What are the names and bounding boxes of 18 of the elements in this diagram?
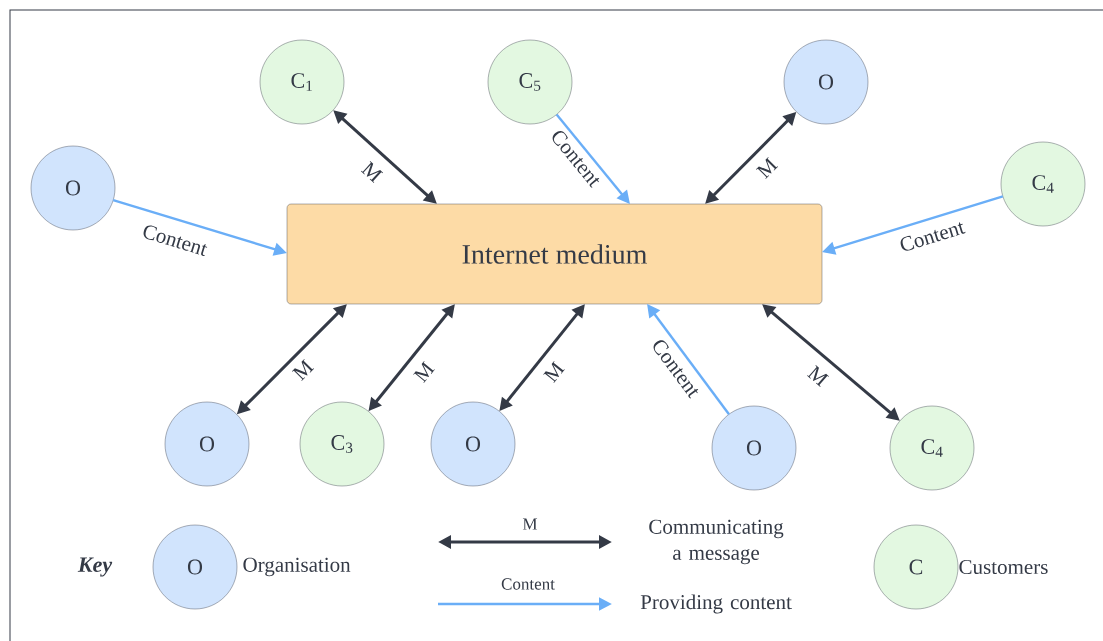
edge-label: M	[359, 159, 385, 185]
edge-label: Content	[139, 222, 211, 258]
edge-label: M	[805, 363, 831, 389]
key-text: Organisation	[243, 557, 351, 577]
legend-text: Communicating a message	[649, 519, 784, 565]
key-heading: Key	[77, 557, 113, 577]
arrow	[555, 113, 630, 204]
sample-label: M	[522, 518, 538, 530]
medium-box: Internet medium	[286, 203, 823, 305]
edge-label: M	[411, 359, 437, 385]
arrow	[647, 304, 730, 415]
edge-label: Content	[896, 218, 968, 254]
legend-text: Providing content	[640, 594, 792, 614]
key-text: Customers	[959, 559, 1048, 575]
edge-label: M	[290, 357, 316, 383]
edge-label: M	[754, 155, 780, 181]
edge-label: M	[541, 359, 567, 385]
sample-label: Content	[501, 578, 555, 590]
